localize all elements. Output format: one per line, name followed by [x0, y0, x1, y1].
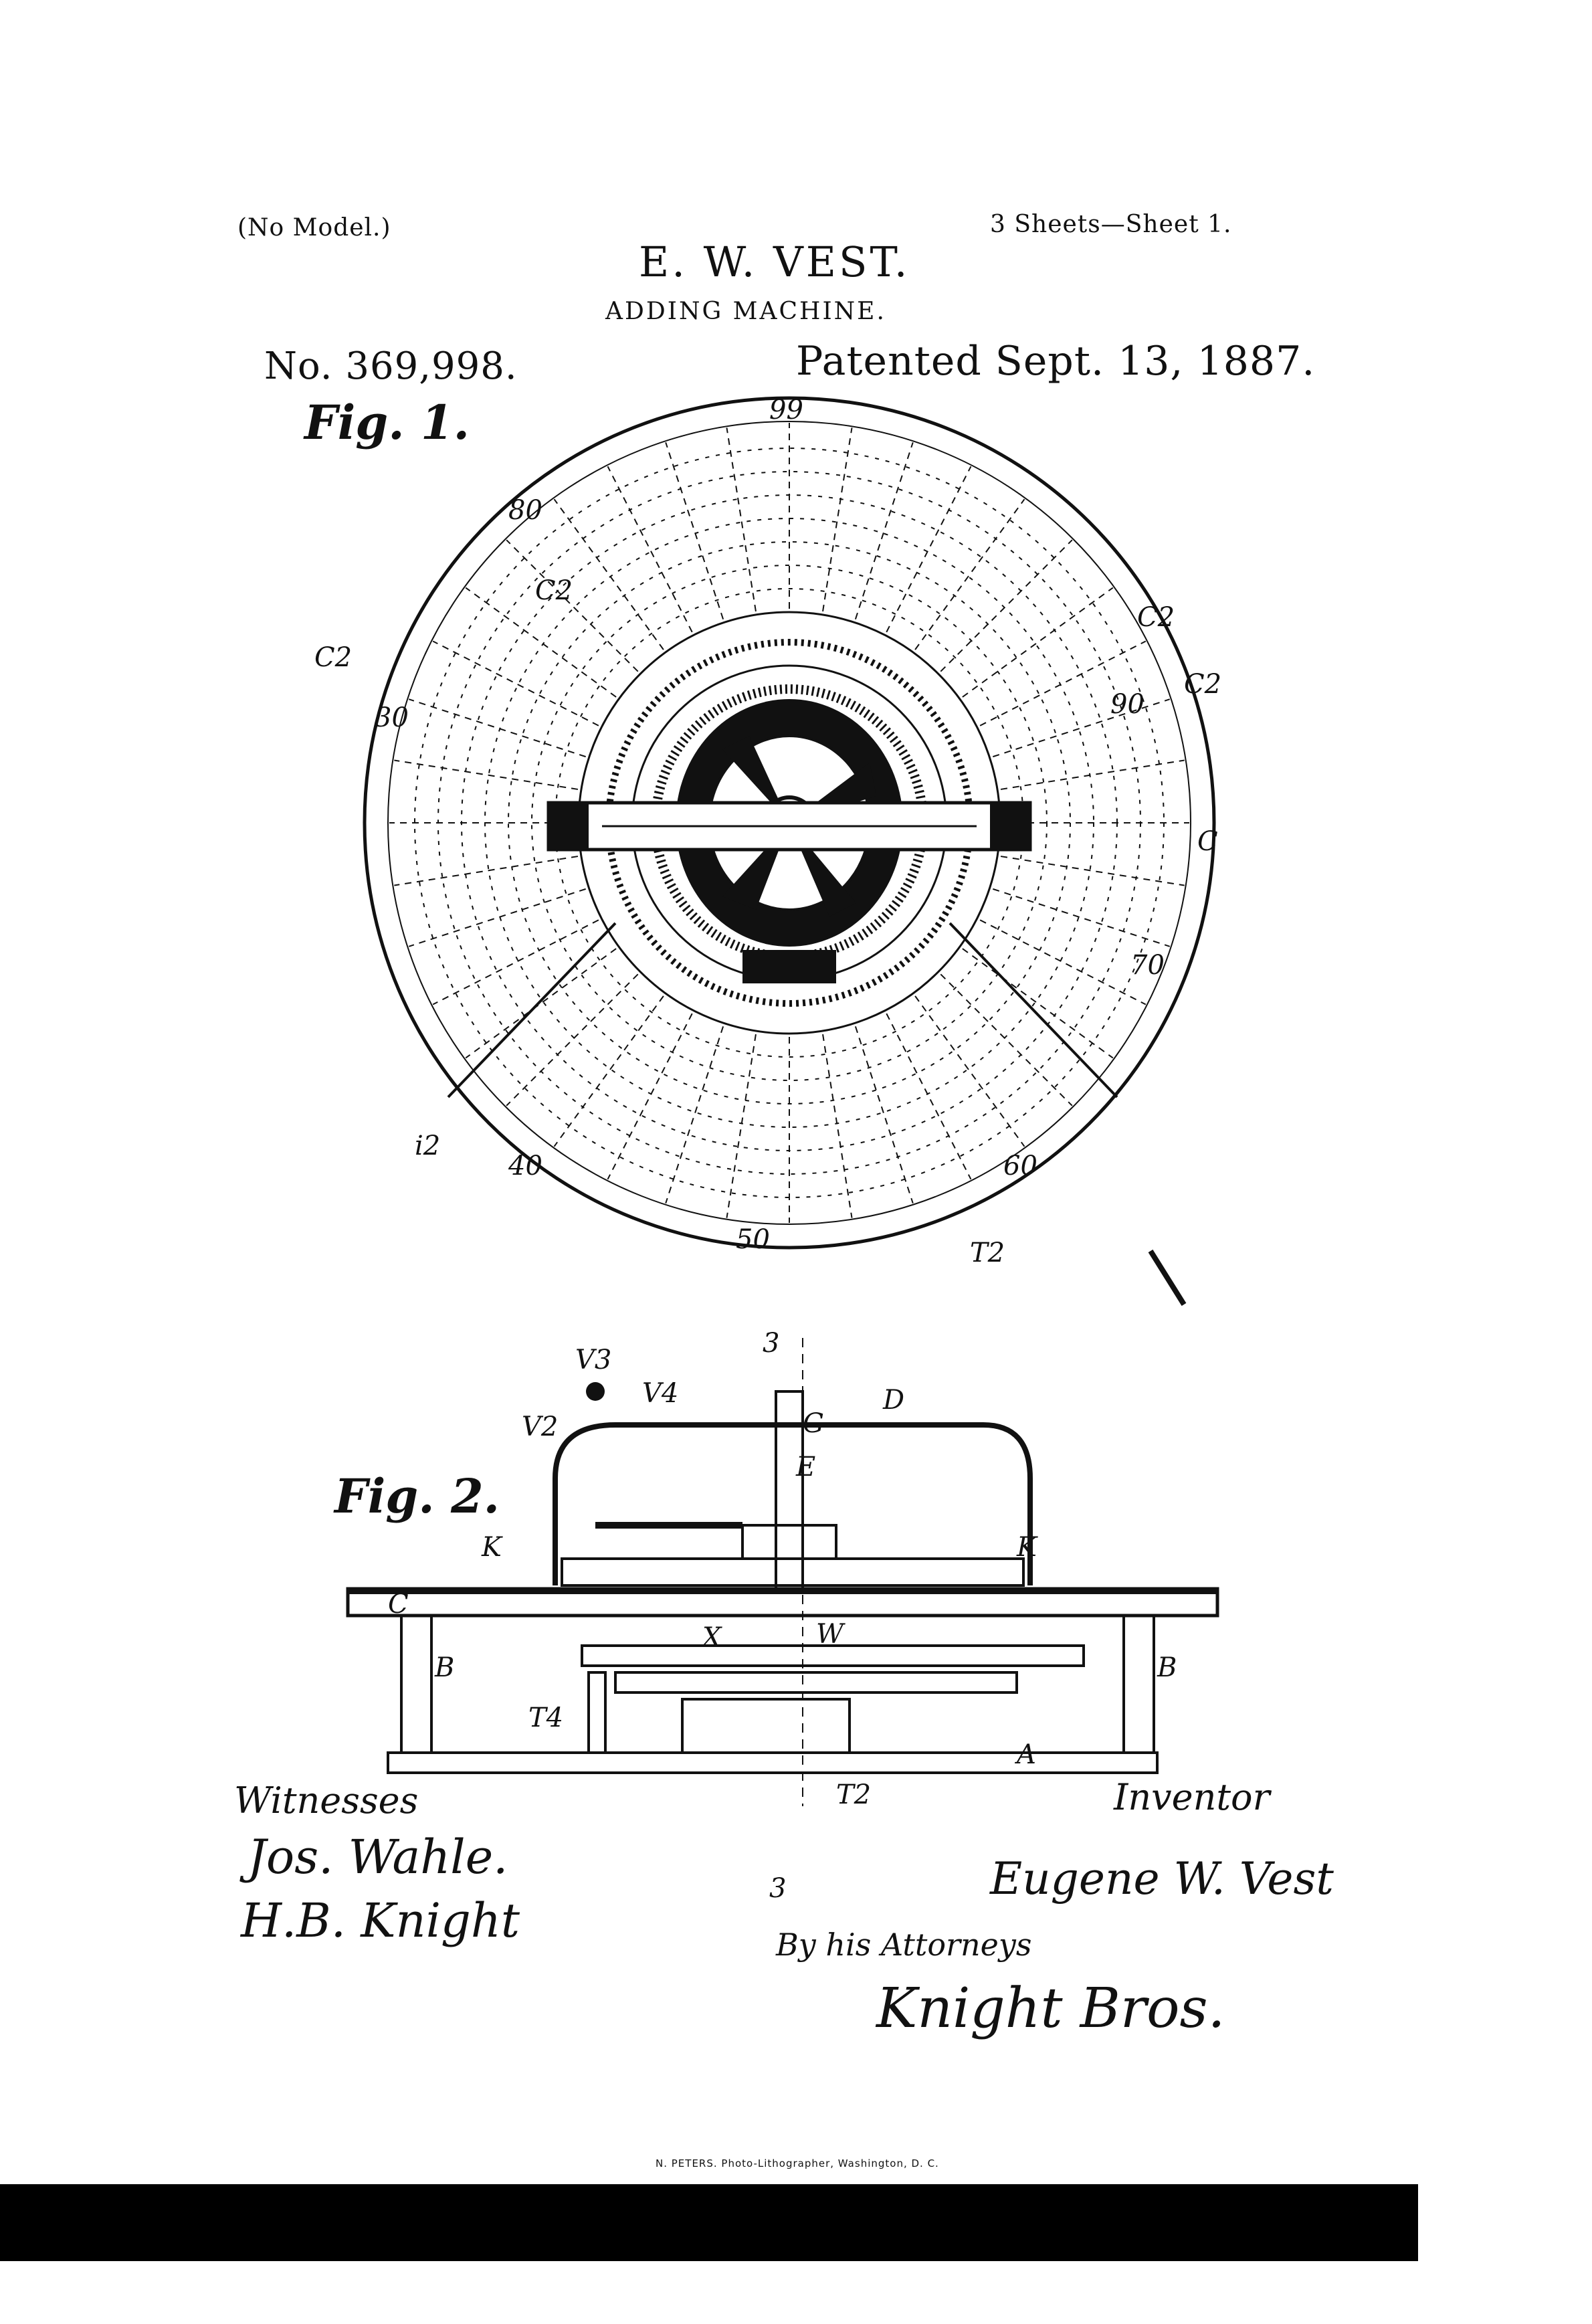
attorneys-label: By his Attorneys	[776, 1927, 1032, 1963]
fig2-ref-label: G	[803, 1408, 824, 1439]
dial-spoke	[553, 498, 664, 650]
witness-signature-1: Jos. Wahle.	[247, 1830, 508, 1884]
dial-spoke	[432, 919, 599, 1005]
fig2-ref-label: T4	[528, 1703, 564, 1733]
fig1-ref-label: 90	[1110, 689, 1145, 720]
witnesses-label: Witnesses	[234, 1779, 419, 1822]
fig1-ref-label: C	[1197, 826, 1218, 857]
dial-spoke	[394, 759, 579, 790]
dial-spoke	[506, 973, 639, 1106]
fig1-ref-label: C2	[535, 575, 573, 606]
fig2-ref-label: D	[883, 1385, 905, 1416]
inventor-signature: Eugene W. Vest	[990, 1853, 1334, 1905]
fig2-right-post	[1122, 1614, 1155, 1754]
sheet-count: 3 Sheets—Sheet 1.	[990, 211, 1232, 238]
dial-spoke	[940, 973, 1073, 1106]
invention-title: ADDING MACHINE.	[605, 298, 886, 325]
fig1-ref-label: C2	[1137, 602, 1175, 633]
fig2-knob	[586, 1382, 605, 1401]
dial-spoke	[822, 1034, 853, 1218]
attorney-signature: Knight Bros.	[876, 1977, 1225, 2040]
fig2-spindle	[775, 1390, 804, 1593]
dial-spoke	[726, 1034, 757, 1218]
fig1-ref-label: 40	[508, 1151, 542, 1181]
dial-spoke	[1000, 856, 1185, 886]
fig2-dial-disk	[561, 1557, 1025, 1587]
fig2-ref-label: X	[702, 1622, 722, 1653]
fig2-ref-label: W	[816, 1619, 844, 1650]
fig2-side-elevation-drawing	[346, 1338, 1219, 1806]
witness-signature-2: H.B. Knight	[241, 1893, 520, 1948]
inventor-label: Inventor	[1114, 1776, 1270, 1818]
fig2-label: Fig. 2.	[334, 1468, 500, 1524]
fig2-ref-label: V2	[522, 1412, 559, 1442]
patent-date: Patented Sept. 13, 1887.	[796, 338, 1316, 385]
fig2-ref-label: V4	[642, 1378, 679, 1409]
fig1-ref-label: 70	[1130, 950, 1165, 981]
dial-spoke	[886, 466, 972, 633]
fig2-ref-label: V3	[575, 1345, 612, 1375]
fig2-ref-label: 3	[763, 1328, 780, 1359]
dial-spoke	[979, 919, 1147, 1005]
fig1-ref-label: 80	[508, 495, 542, 526]
fig2-ref-label: 3	[769, 1873, 787, 1904]
fig1-ref-label: i2	[415, 1131, 441, 1161]
dial-spoke	[607, 466, 693, 633]
fig1-ref-label: 60	[1003, 1151, 1037, 1181]
dial-spoke	[822, 427, 853, 612]
dial-spoke	[962, 948, 1114, 1059]
dial-spoke	[914, 995, 1025, 1147]
dial-crossbar	[546, 801, 1032, 852]
fig2-base-plate	[387, 1751, 1159, 1774]
dial-spoke	[665, 1026, 724, 1204]
dial-bracket	[742, 950, 836, 983]
scan-border-bar	[0, 2184, 1418, 2261]
fig1-ref-label: C2	[314, 642, 353, 673]
dial-arms	[447, 922, 1187, 1306]
fig2-inner-post	[587, 1671, 607, 1754]
fig2-ref-label: K	[482, 1532, 502, 1563]
fig2-arch-frame	[553, 1422, 1033, 1585]
no-model-label: (No Model.)	[237, 214, 391, 241]
fig2-gear-train	[614, 1671, 1018, 1694]
dial-spoke	[940, 539, 1073, 672]
dial-spoke	[726, 427, 757, 612]
fig1-ref-label: 99	[769, 395, 803, 425]
dial-spoke	[854, 1026, 914, 1204]
fig1-ref-label: T2	[970, 1238, 1005, 1268]
fig2-ref-label: K	[1017, 1532, 1037, 1563]
inventor-name-heading: E. W. VEST.	[639, 237, 910, 286]
fig2-ref-label: C	[388, 1589, 409, 1620]
fig1-dial-drawing	[363, 396, 1216, 1306]
fig2-drum	[681, 1698, 851, 1754]
fig1-label: Fig. 1.	[304, 395, 470, 450]
dial-spoke	[432, 640, 599, 727]
dial-spoke	[962, 587, 1114, 698]
patent-number: No. 369,998.	[264, 345, 518, 388]
dial-spoke	[607, 1013, 693, 1180]
dial-spoke	[408, 888, 586, 947]
dial-spoke	[394, 856, 579, 886]
printer-credit: N. PETERS. Photo-Lithographer, Washingto…	[656, 2157, 939, 2169]
fig1-ref-label: 50	[736, 1224, 770, 1255]
fig2-left-post	[400, 1614, 433, 1754]
fig2-ref-label: T2	[836, 1779, 872, 1810]
fig2-ref-label: E	[796, 1452, 816, 1482]
fig2-ref-label: A	[1017, 1739, 1036, 1770]
fig2-ref-label: B	[435, 1652, 455, 1683]
dial-spoke	[1000, 759, 1185, 790]
fig2-gear-stack	[741, 1524, 837, 1560]
fig1-ref-label: 30	[375, 702, 409, 733]
fig2-plate-edge	[348, 1589, 1217, 1594]
fig1-ref-label: C2	[1184, 669, 1222, 700]
fig2-ref-label: B	[1157, 1652, 1177, 1683]
dial-spoke	[886, 1013, 972, 1180]
dial-spoke	[854, 442, 914, 619]
fig2-lower-plate	[581, 1644, 1085, 1667]
dial-spoke	[408, 698, 586, 758]
